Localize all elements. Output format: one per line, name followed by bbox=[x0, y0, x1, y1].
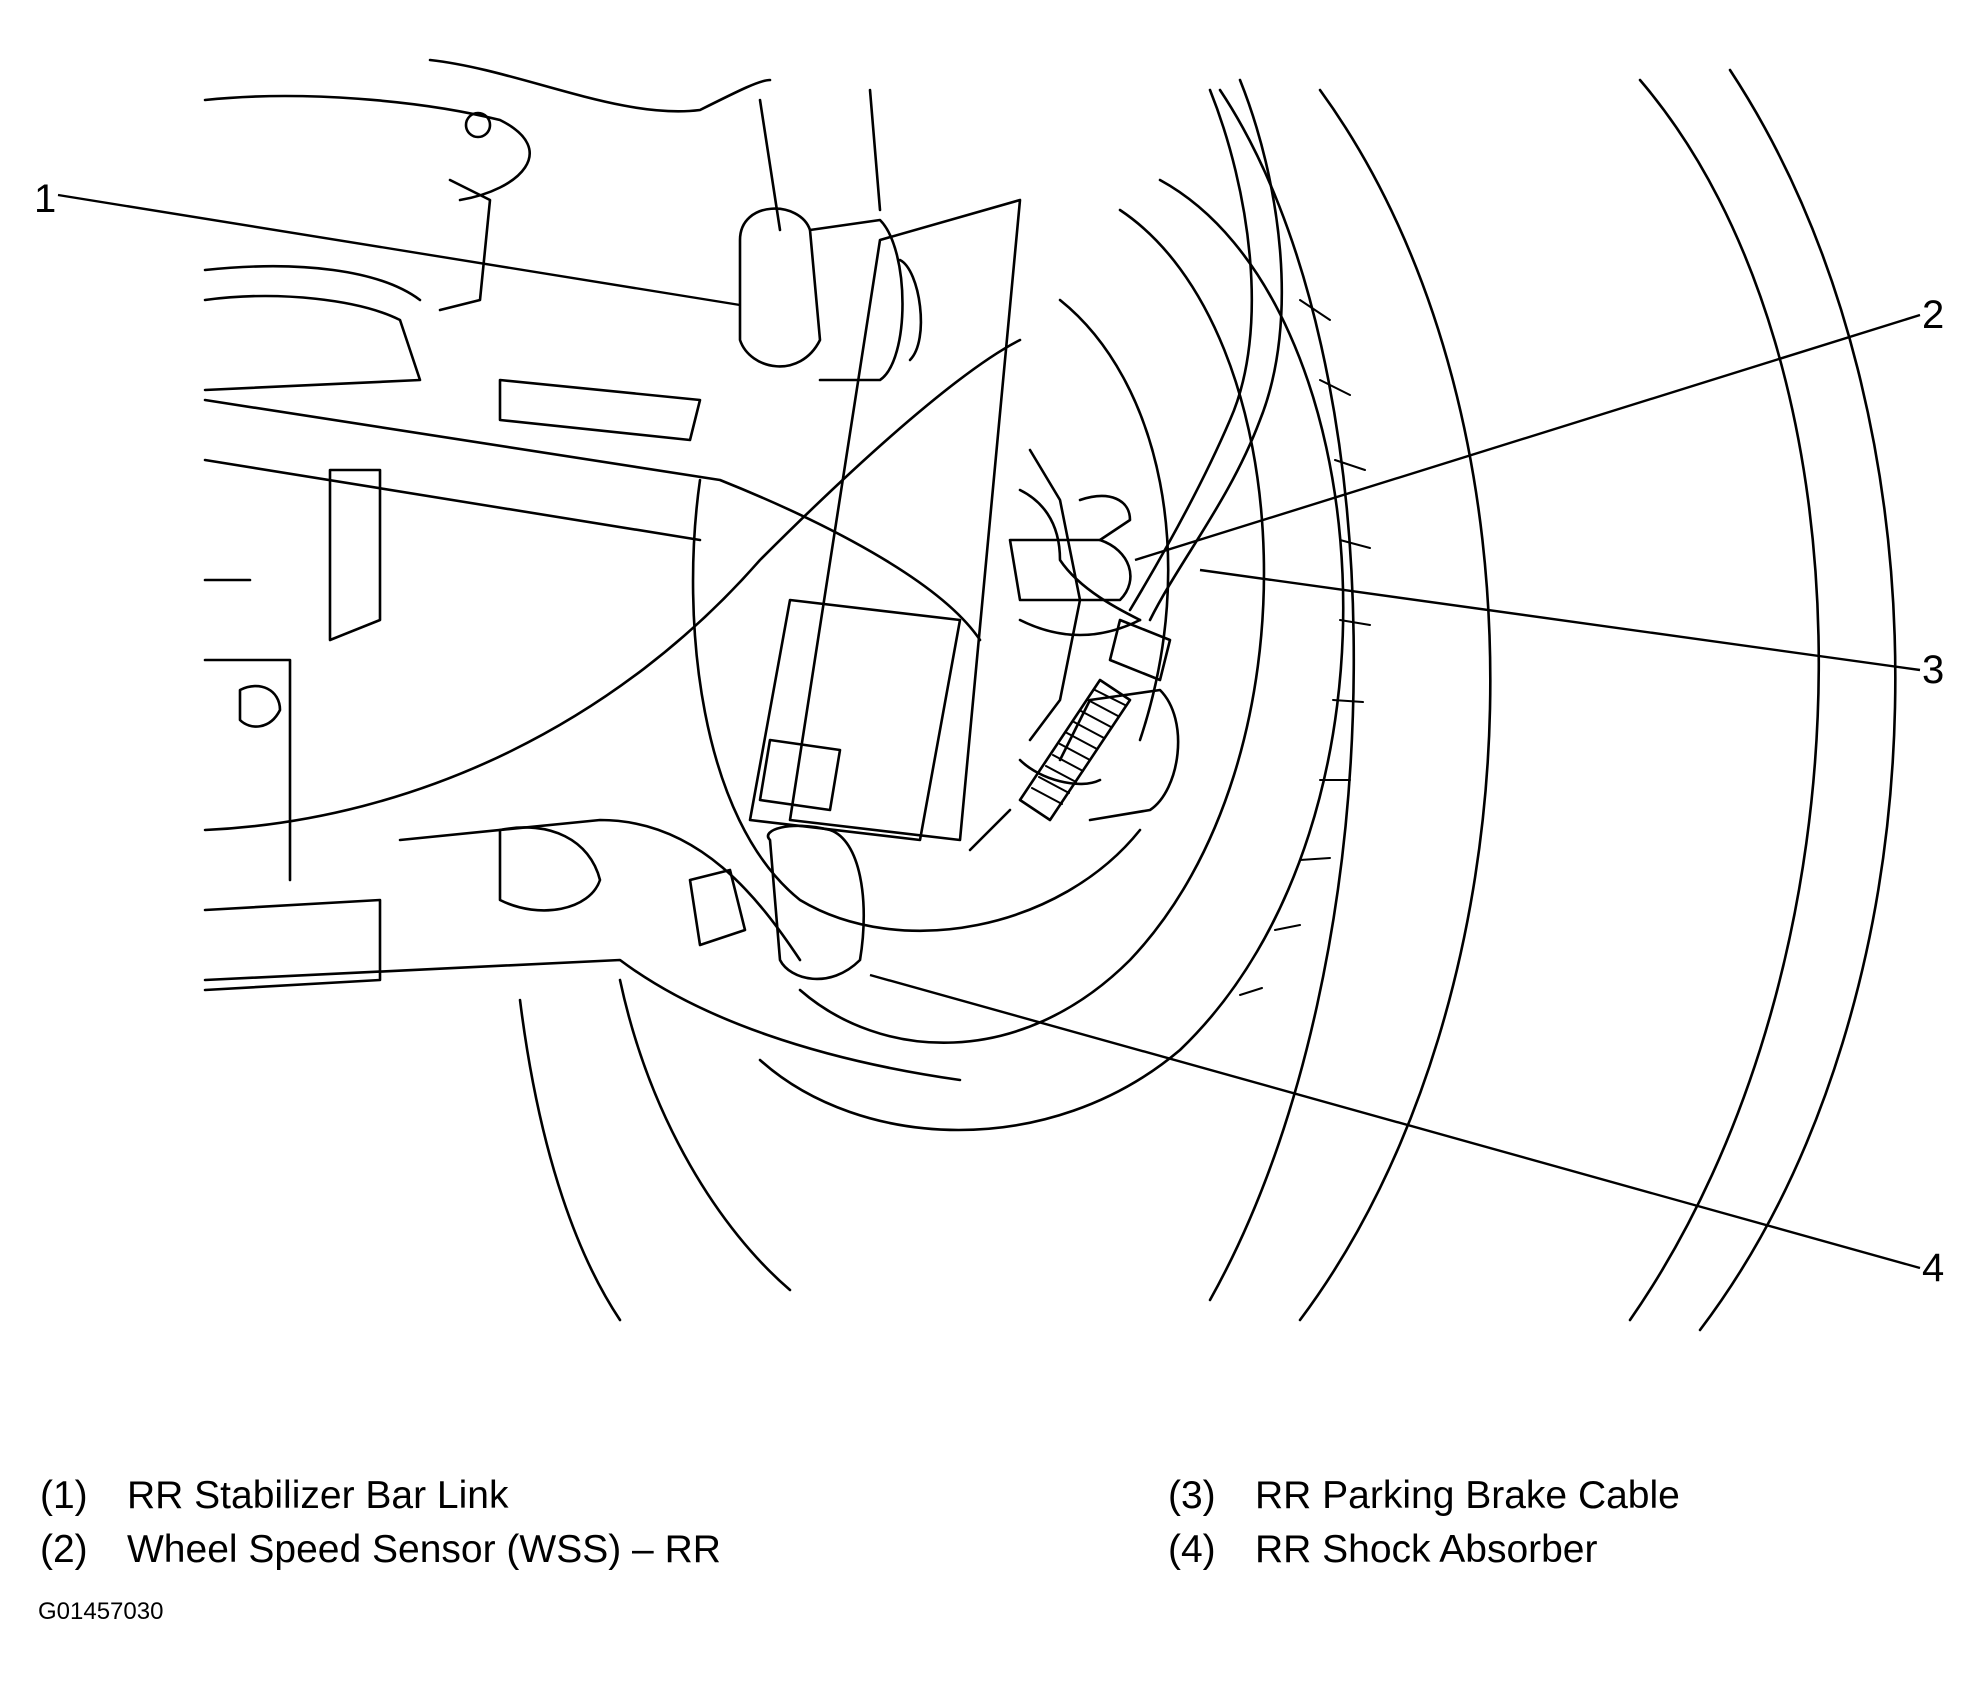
legend-item-1: (1) RR Stabilizer Bar Link bbox=[40, 1474, 508, 1518]
callout-4: 4 bbox=[1922, 1246, 1944, 1290]
knuckle-and-caliper bbox=[1018, 448, 1180, 822]
wheel-speed-sensor bbox=[1008, 494, 1142, 637]
callout-2: 2 bbox=[1922, 293, 1944, 337]
brake-rotor bbox=[691, 178, 1371, 1132]
parking-brake-cable bbox=[968, 78, 1284, 852]
stabilizer-bar-link bbox=[738, 88, 923, 382]
suspension-diagram: 1 2 3 4 bbox=[34, 58, 1944, 1332]
legend-number: (4) bbox=[1168, 1528, 1216, 1571]
legend-label: RR Stabilizer Bar Link bbox=[127, 1474, 509, 1517]
figure-code: G01457030 bbox=[38, 1598, 164, 1625]
frame-and-body bbox=[203, 58, 772, 882]
legend-item-4: (4) RR Shock Absorber bbox=[1168, 1528, 1598, 1572]
tire-outline bbox=[518, 68, 1897, 1332]
callout-1: 1 bbox=[34, 177, 56, 221]
leader-lines bbox=[57, 193, 1921, 1270]
legend-item-2: (2) Wheel Speed Sensor (WSS) – RR bbox=[40, 1528, 721, 1572]
callout-3: 3 bbox=[1922, 648, 1944, 692]
legend-item-3: (3) RR Parking Brake Cable bbox=[1168, 1474, 1680, 1518]
legend-label: RR Shock Absorber bbox=[1255, 1528, 1598, 1571]
legend-number: (2) bbox=[40, 1528, 88, 1571]
legend-label: Wheel Speed Sensor (WSS) – RR bbox=[127, 1528, 721, 1571]
shock-absorber bbox=[688, 198, 1022, 981]
lower-control-arm bbox=[203, 338, 1022, 1082]
legend-number: (1) bbox=[40, 1474, 88, 1517]
legend-number: (3) bbox=[1168, 1474, 1216, 1517]
legend-label: RR Parking Brake Cable bbox=[1255, 1474, 1680, 1517]
